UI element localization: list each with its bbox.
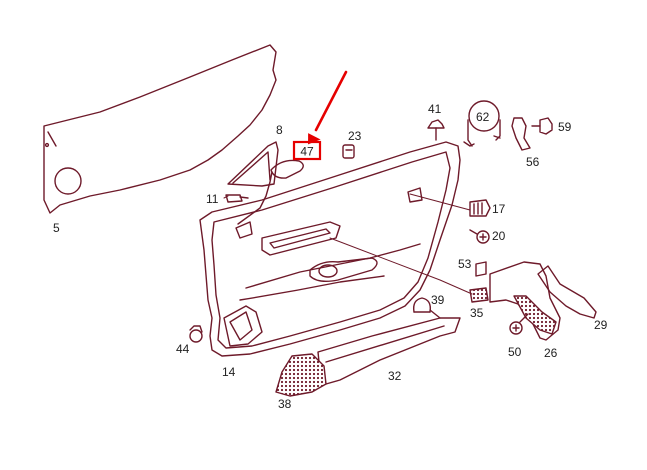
clip-part-23 xyxy=(342,144,355,159)
screw-part-44 xyxy=(189,325,203,343)
callout-44: 44 xyxy=(176,342,190,356)
highlight-label: 47 xyxy=(300,145,314,159)
lock-lever-part-56 xyxy=(511,117,531,151)
switch-part-35 xyxy=(469,287,489,303)
handle-bracket-part-26 xyxy=(489,261,561,341)
cable-assembly-part-62 xyxy=(463,100,501,147)
plug-part-17 xyxy=(469,199,491,217)
callout-56: 56 xyxy=(526,155,540,169)
pull-handle-part-29 xyxy=(537,265,597,319)
callout-labels: 5 8 11 14 17 20 23 26 29 32 35 38 39 41 … xyxy=(53,102,608,411)
screw-part-50 xyxy=(509,313,529,335)
callout-5: 5 xyxy=(53,221,60,235)
callout-26: 26 xyxy=(544,346,558,360)
callout-20: 20 xyxy=(492,229,506,243)
speaker-grille-part-38 xyxy=(275,353,327,397)
clip-part-53 xyxy=(475,261,487,277)
trim-sheet-part-5 xyxy=(43,44,277,214)
clip-part-39 xyxy=(412,297,432,313)
cover-part-47 xyxy=(270,159,304,179)
callout-14: 14 xyxy=(222,365,236,379)
callout-35: 35 xyxy=(470,306,484,320)
plug-part-41 xyxy=(427,119,445,141)
callout-53: 53 xyxy=(458,257,472,271)
callout-62: 62 xyxy=(476,110,490,124)
callout-8: 8 xyxy=(276,123,283,137)
clip-part-11 xyxy=(225,194,249,203)
callout-38: 38 xyxy=(278,397,292,411)
callout-50: 50 xyxy=(508,345,522,359)
callout-29: 29 xyxy=(594,318,608,332)
callout-32: 32 xyxy=(388,369,402,383)
door-panel-part-14 xyxy=(199,141,461,357)
callout-59: 59 xyxy=(558,120,572,134)
highlight-callout: 47 xyxy=(292,70,348,161)
corner-cover-part-8 xyxy=(227,141,279,187)
callout-11: 11 xyxy=(206,192,219,206)
callout-41: 41 xyxy=(428,102,442,116)
screw-part-59 xyxy=(531,117,553,135)
screw-part-20 xyxy=(469,229,490,244)
callout-23: 23 xyxy=(348,129,362,143)
callout-39: 39 xyxy=(431,293,445,307)
callout-17: 17 xyxy=(492,202,506,216)
leader-lines xyxy=(223,193,473,295)
